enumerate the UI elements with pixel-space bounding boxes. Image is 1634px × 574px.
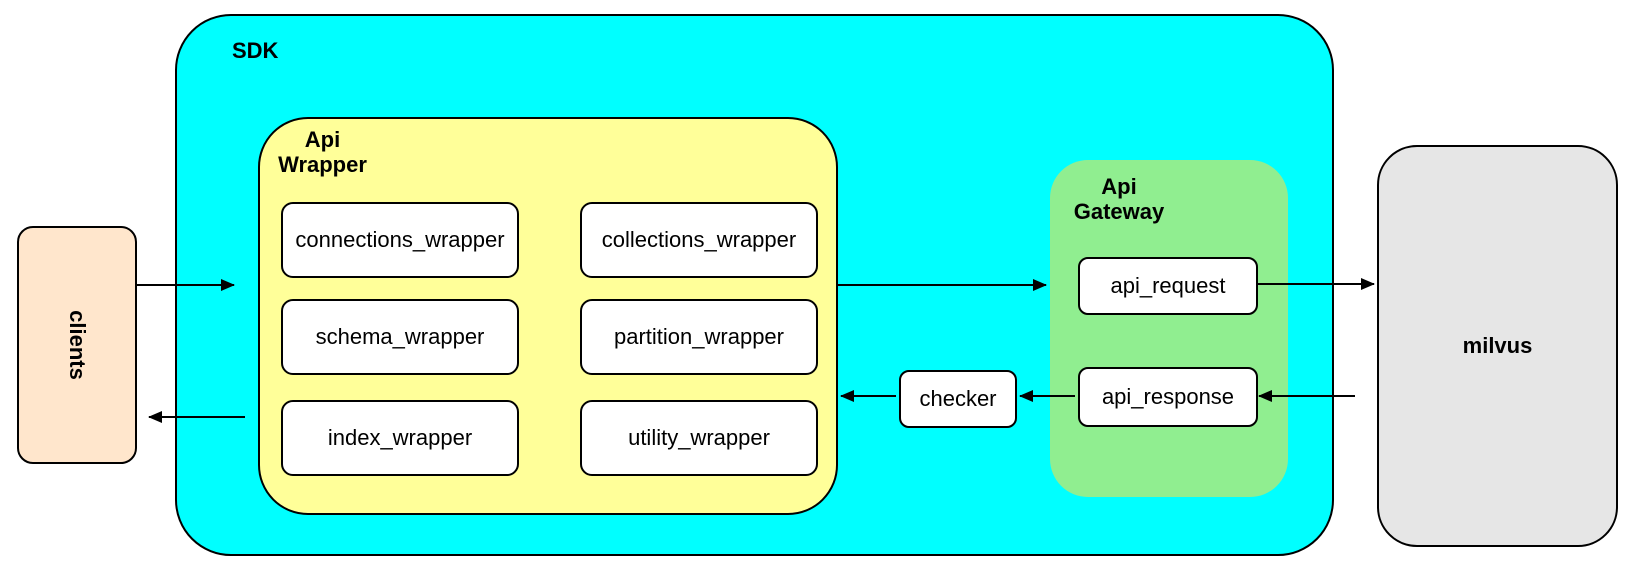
schema-wrapper-box: schema_wrapper (281, 299, 519, 375)
clients-box: clients (17, 226, 137, 464)
collections-wrapper-label: collections_wrapper (601, 227, 797, 252)
checker-box: checker (899, 370, 1017, 428)
checker-label: checker (919, 386, 997, 411)
index-wrapper-label: index_wrapper (327, 425, 473, 450)
utility-wrapper-box: utility_wrapper (580, 400, 818, 476)
clients-label: clients (64, 310, 90, 380)
api-request-box: api_request (1078, 257, 1258, 315)
api-gateway-container: Api Gateway api_request api_response (1050, 160, 1288, 497)
connections-wrapper-label: connections_wrapper (295, 227, 505, 252)
api-gateway-label: Api Gateway (1073, 174, 1165, 224)
api-wrapper-container: Api Wrapper connections_wrapper collecti… (258, 117, 838, 515)
api-response-box: api_response (1078, 367, 1258, 427)
collections-wrapper-box: collections_wrapper (580, 202, 818, 278)
partition-wrapper-box: partition_wrapper (580, 299, 818, 375)
connections-wrapper-box: connections_wrapper (281, 202, 519, 278)
sdk-label: SDK (232, 38, 279, 63)
utility-wrapper-label: utility_wrapper (628, 425, 770, 450)
api-response-label: api_response (1101, 384, 1235, 409)
api-wrapper-label: Api Wrapper (278, 127, 367, 177)
partition-wrapper-label: partition_wrapper (614, 324, 784, 349)
schema-wrapper-label: schema_wrapper (315, 324, 485, 349)
api-request-label: api_request (1110, 273, 1226, 298)
milvus-label: milvus (1462, 333, 1533, 358)
sdk-container: SDK Api Wrapper connections_wrapper coll… (175, 14, 1334, 556)
index-wrapper-box: index_wrapper (281, 400, 519, 476)
milvus-box: milvus (1377, 145, 1618, 547)
